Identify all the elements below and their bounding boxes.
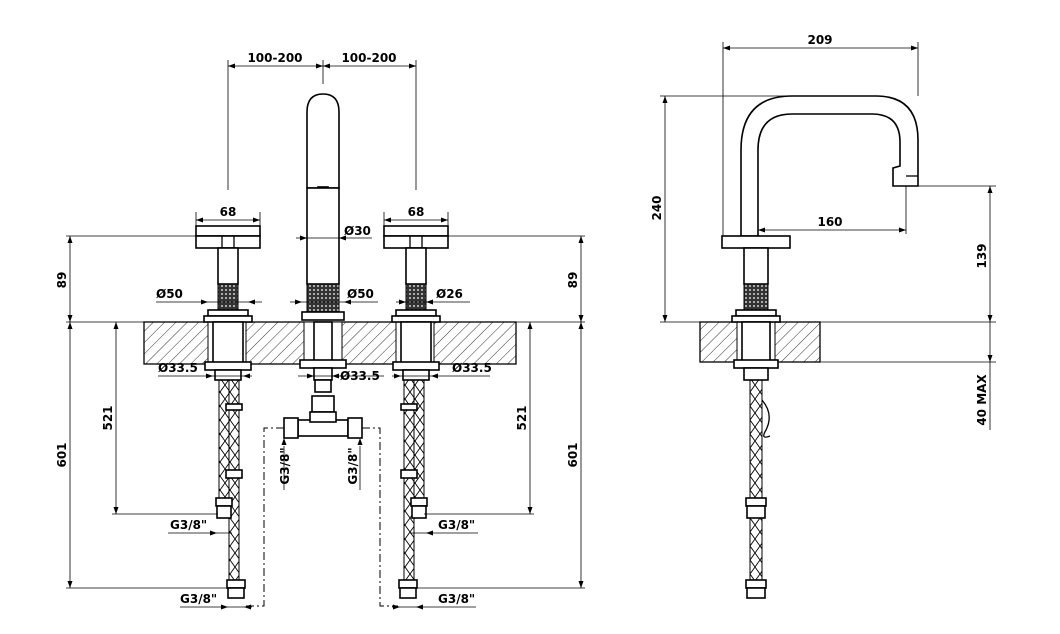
reach-label: 209	[807, 33, 832, 47]
reach-dimension: 209	[722, 33, 919, 236]
side-spout	[740, 95, 919, 237]
left-knurl	[217, 283, 239, 311]
hose-length-right-label: 521	[515, 405, 529, 430]
hole-diameter-dimensions: Ø33.5 Ø33.5 Ø33.5	[158, 361, 492, 383]
base-diameter-right-label: Ø26	[436, 287, 463, 301]
thread-right-mid-label: G3/8"	[438, 518, 475, 532]
spacing-right-label: 100-200	[341, 51, 396, 65]
handle-reach-dimension: 160	[758, 186, 907, 234]
thread-right-bottom-label: G3/8"	[438, 592, 475, 606]
hole-right-label: Ø33.5	[452, 361, 492, 375]
right-valve	[383, 225, 449, 381]
base-diameter-left-label: Ø50	[156, 287, 183, 301]
right-hoses	[398, 379, 428, 599]
deck-thickness-dimension: 40 MAX	[975, 322, 993, 430]
height-dimension-left: 89	[55, 235, 196, 322]
hose-length-left-label: 521	[101, 405, 115, 430]
left-valve	[195, 225, 261, 381]
total-length-right-label: 601	[566, 442, 580, 467]
handle-width-left-label: 68	[220, 205, 237, 219]
right-knurl	[405, 283, 427, 311]
total-length-dimension-right: 601	[416, 322, 585, 589]
spout-height-dimension: 139	[918, 185, 996, 322]
hose-length-dimension-left: 521	[101, 322, 218, 515]
spout-height-label: 139	[975, 243, 989, 268]
height-dimension: 240	[650, 95, 792, 322]
handle-width-dimensions: 68 68	[195, 205, 449, 226]
side-view: 209 240 160 139 40 MAX	[650, 33, 996, 599]
height-left-label: 89	[55, 272, 69, 289]
height-dimension-right: 89	[448, 235, 585, 322]
hole-center-label: Ø33.5	[340, 369, 380, 383]
handle-width-right-label: 68	[408, 205, 425, 219]
hole-left-label: Ø33.5	[158, 361, 198, 375]
spout-knurl	[306, 283, 340, 313]
left-hoses	[215, 379, 246, 599]
spacing-dimension: 100-200 100-200	[227, 51, 417, 190]
thread-labels: G3/8" G3/8" G3/8" G3/8" G3/8" G3/8"	[168, 438, 478, 610]
spout-diameter-label: Ø30	[344, 224, 371, 238]
spacing-left-label: 100-200	[247, 51, 302, 65]
hose-length-dimension-right: 521	[424, 322, 534, 515]
thread-left-bottom-label: G3/8"	[180, 592, 217, 606]
center-spout	[283, 93, 363, 439]
front-view: 100-200 100-200 68 68 Ø30 89	[55, 51, 585, 610]
side-knurl	[743, 283, 769, 311]
total-length-dimension-left: 601	[55, 322, 228, 589]
height-right-label: 89	[566, 272, 580, 289]
spout-diameter-dimension: Ø30	[296, 224, 372, 241]
deck-thickness-label: 40 MAX	[975, 374, 989, 426]
total-length-left-label: 601	[55, 442, 69, 467]
base-diameter-dimensions: Ø50 Ø50 Ø26	[156, 287, 470, 305]
height-label: 240	[650, 195, 664, 220]
thread-left-mid-label: G3/8"	[170, 518, 207, 532]
handle-reach-label: 160	[817, 215, 842, 229]
thread-tee-left-label: G3/8"	[278, 447, 292, 484]
thread-tee-right-label: G3/8"	[346, 447, 360, 484]
base-diameter-center-label: Ø50	[347, 287, 374, 301]
